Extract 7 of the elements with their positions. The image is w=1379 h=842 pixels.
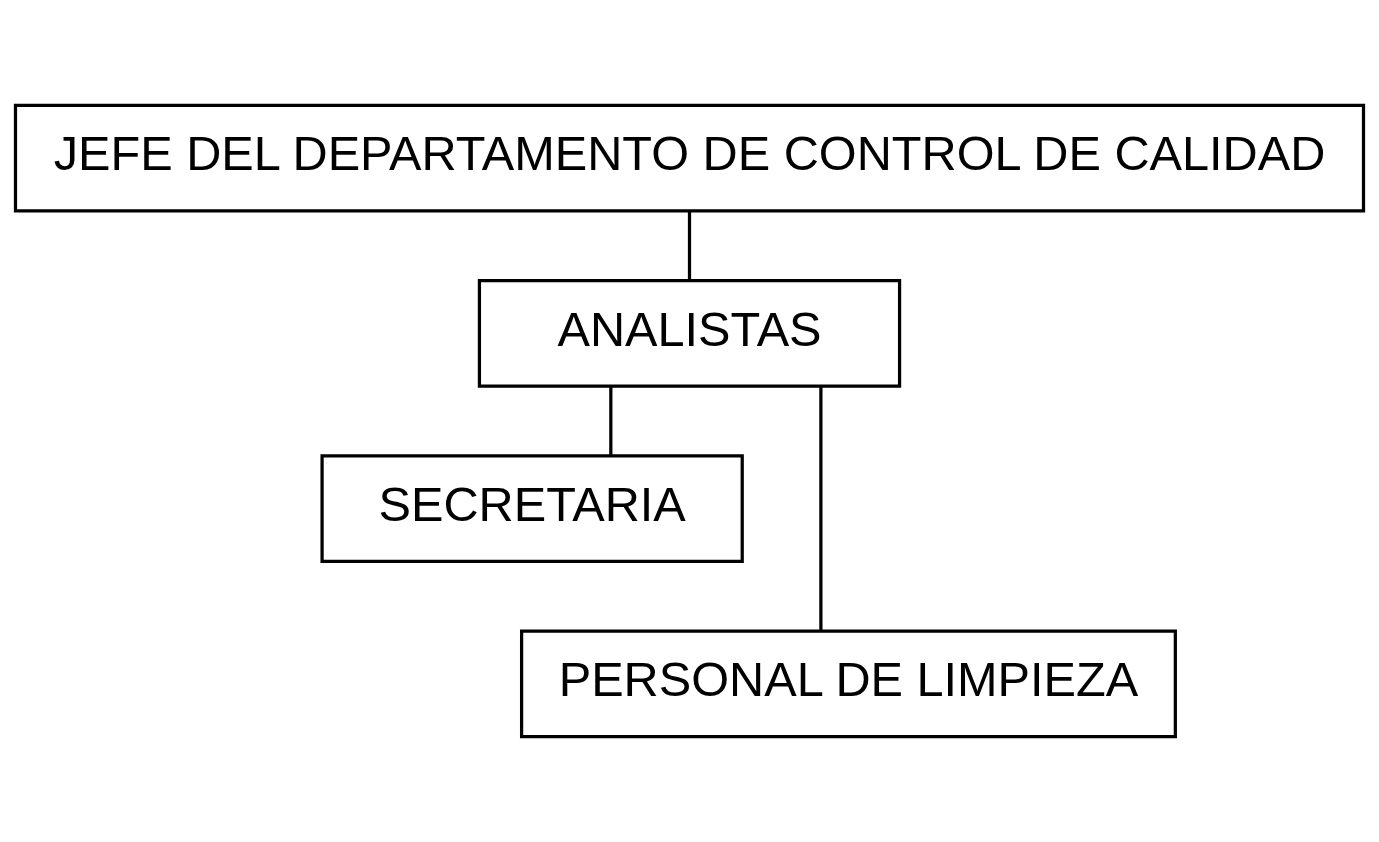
node-box: ANALISTAS [477,279,902,388]
connector [609,386,613,456]
node-box: SECRETARIA [320,454,744,563]
node-box: JEFE DEL DEPARTAMENTO DE CONTROL DE CALIDAD [13,103,1366,213]
connector [819,386,823,631]
connector [687,211,692,281]
node-box: PERSONAL DE LIMPIEZA [520,629,1177,739]
